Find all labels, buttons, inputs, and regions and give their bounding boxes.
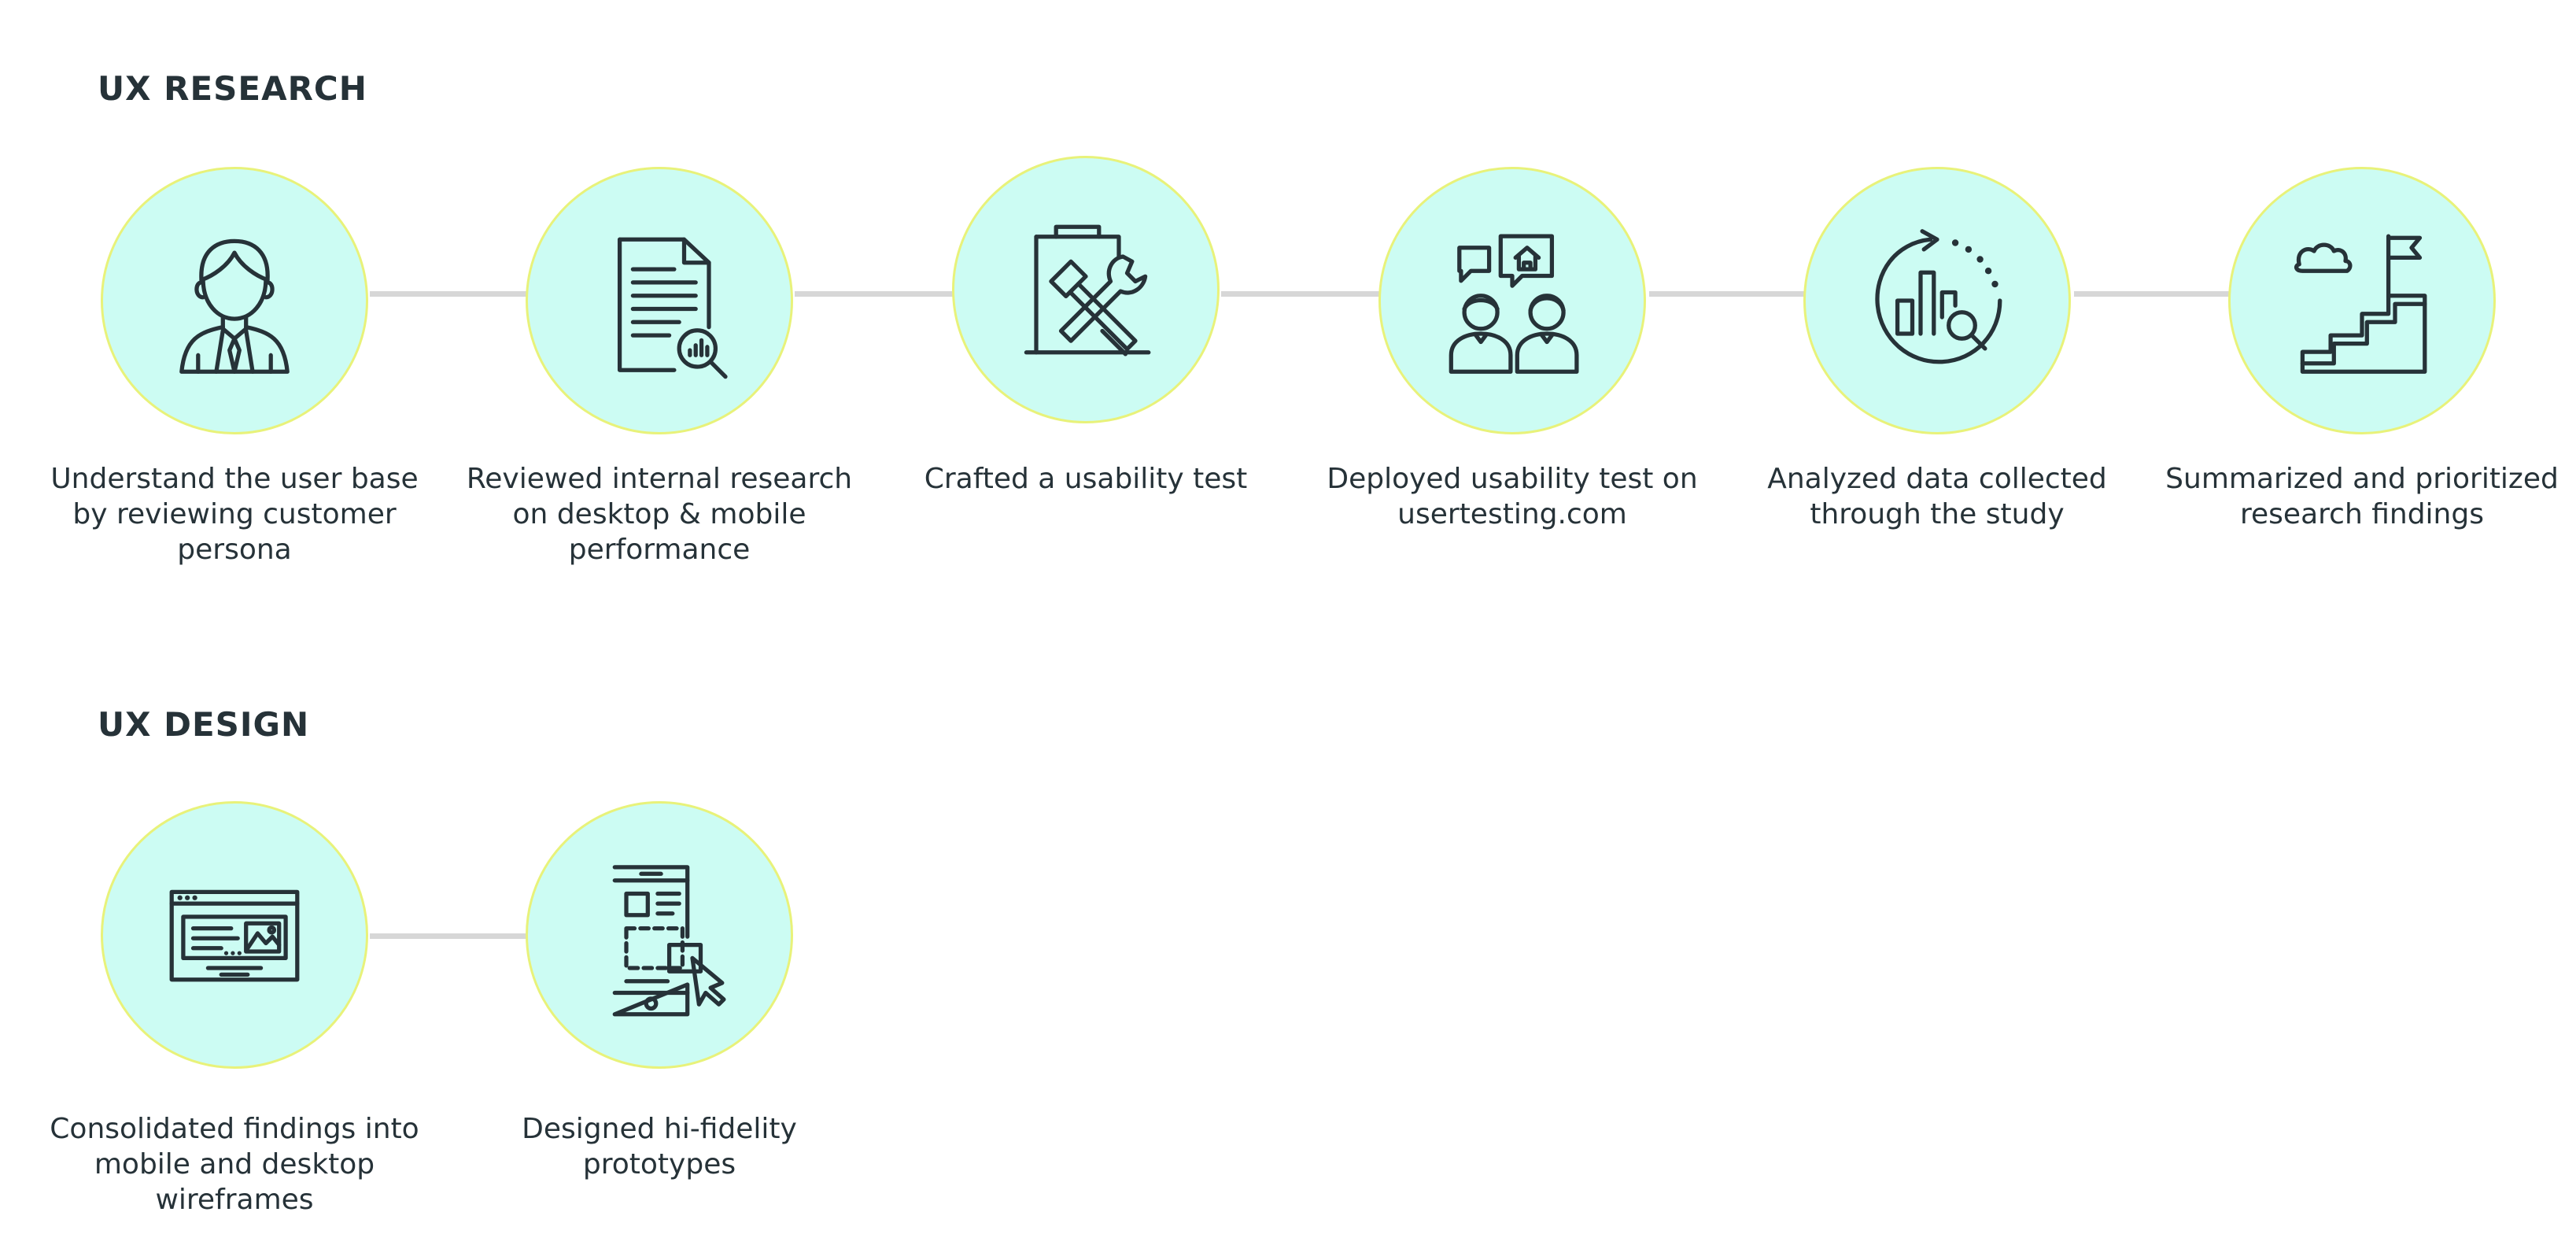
document-search-icon bbox=[617, 237, 728, 379]
connector bbox=[1221, 291, 1385, 297]
connector bbox=[2074, 291, 2235, 297]
step-label: Analyzed data collected through the stud… bbox=[1767, 463, 2107, 530]
users-chat-icon bbox=[1449, 234, 1579, 374]
step-circle bbox=[1378, 167, 1646, 434]
connector bbox=[1649, 291, 1810, 297]
connector bbox=[370, 291, 530, 297]
step-circle bbox=[101, 801, 368, 1069]
mobile-prototype-icon bbox=[612, 865, 726, 1017]
step-circle bbox=[952, 156, 1220, 423]
stairs-goal-icon bbox=[2294, 234, 2427, 374]
step-label: Consolidated findings into mobile and de… bbox=[50, 1113, 419, 1216]
step-circle bbox=[1803, 167, 2071, 434]
step-label: Crafted a usability test bbox=[924, 463, 1248, 495]
step-label: Summarized and prioritized research find… bbox=[2165, 463, 2559, 530]
step-label: Reviewed internal research on desktop & … bbox=[466, 463, 853, 566]
step-circle bbox=[2228, 167, 2496, 434]
design-connector-line bbox=[370, 933, 530, 939]
step-label: Understand the user base by reviewing cu… bbox=[50, 463, 419, 566]
tools-icon bbox=[1024, 224, 1151, 357]
step-circle bbox=[526, 167, 793, 434]
analytics-icon bbox=[1875, 229, 2002, 364]
connector bbox=[795, 291, 957, 297]
step-circle bbox=[526, 801, 793, 1069]
browser-wireframe-icon bbox=[169, 889, 300, 982]
step-label: Deployed usability test on usertesting.c… bbox=[1327, 463, 1698, 530]
step-label: Designed hi-fidelity prototypes bbox=[522, 1113, 797, 1181]
design-section-title: UX DESIGN bbox=[98, 705, 310, 744]
research-section-title: UX RESEARCH bbox=[98, 69, 367, 108]
step-circle bbox=[101, 167, 368, 434]
user-persona-icon bbox=[179, 238, 290, 374]
